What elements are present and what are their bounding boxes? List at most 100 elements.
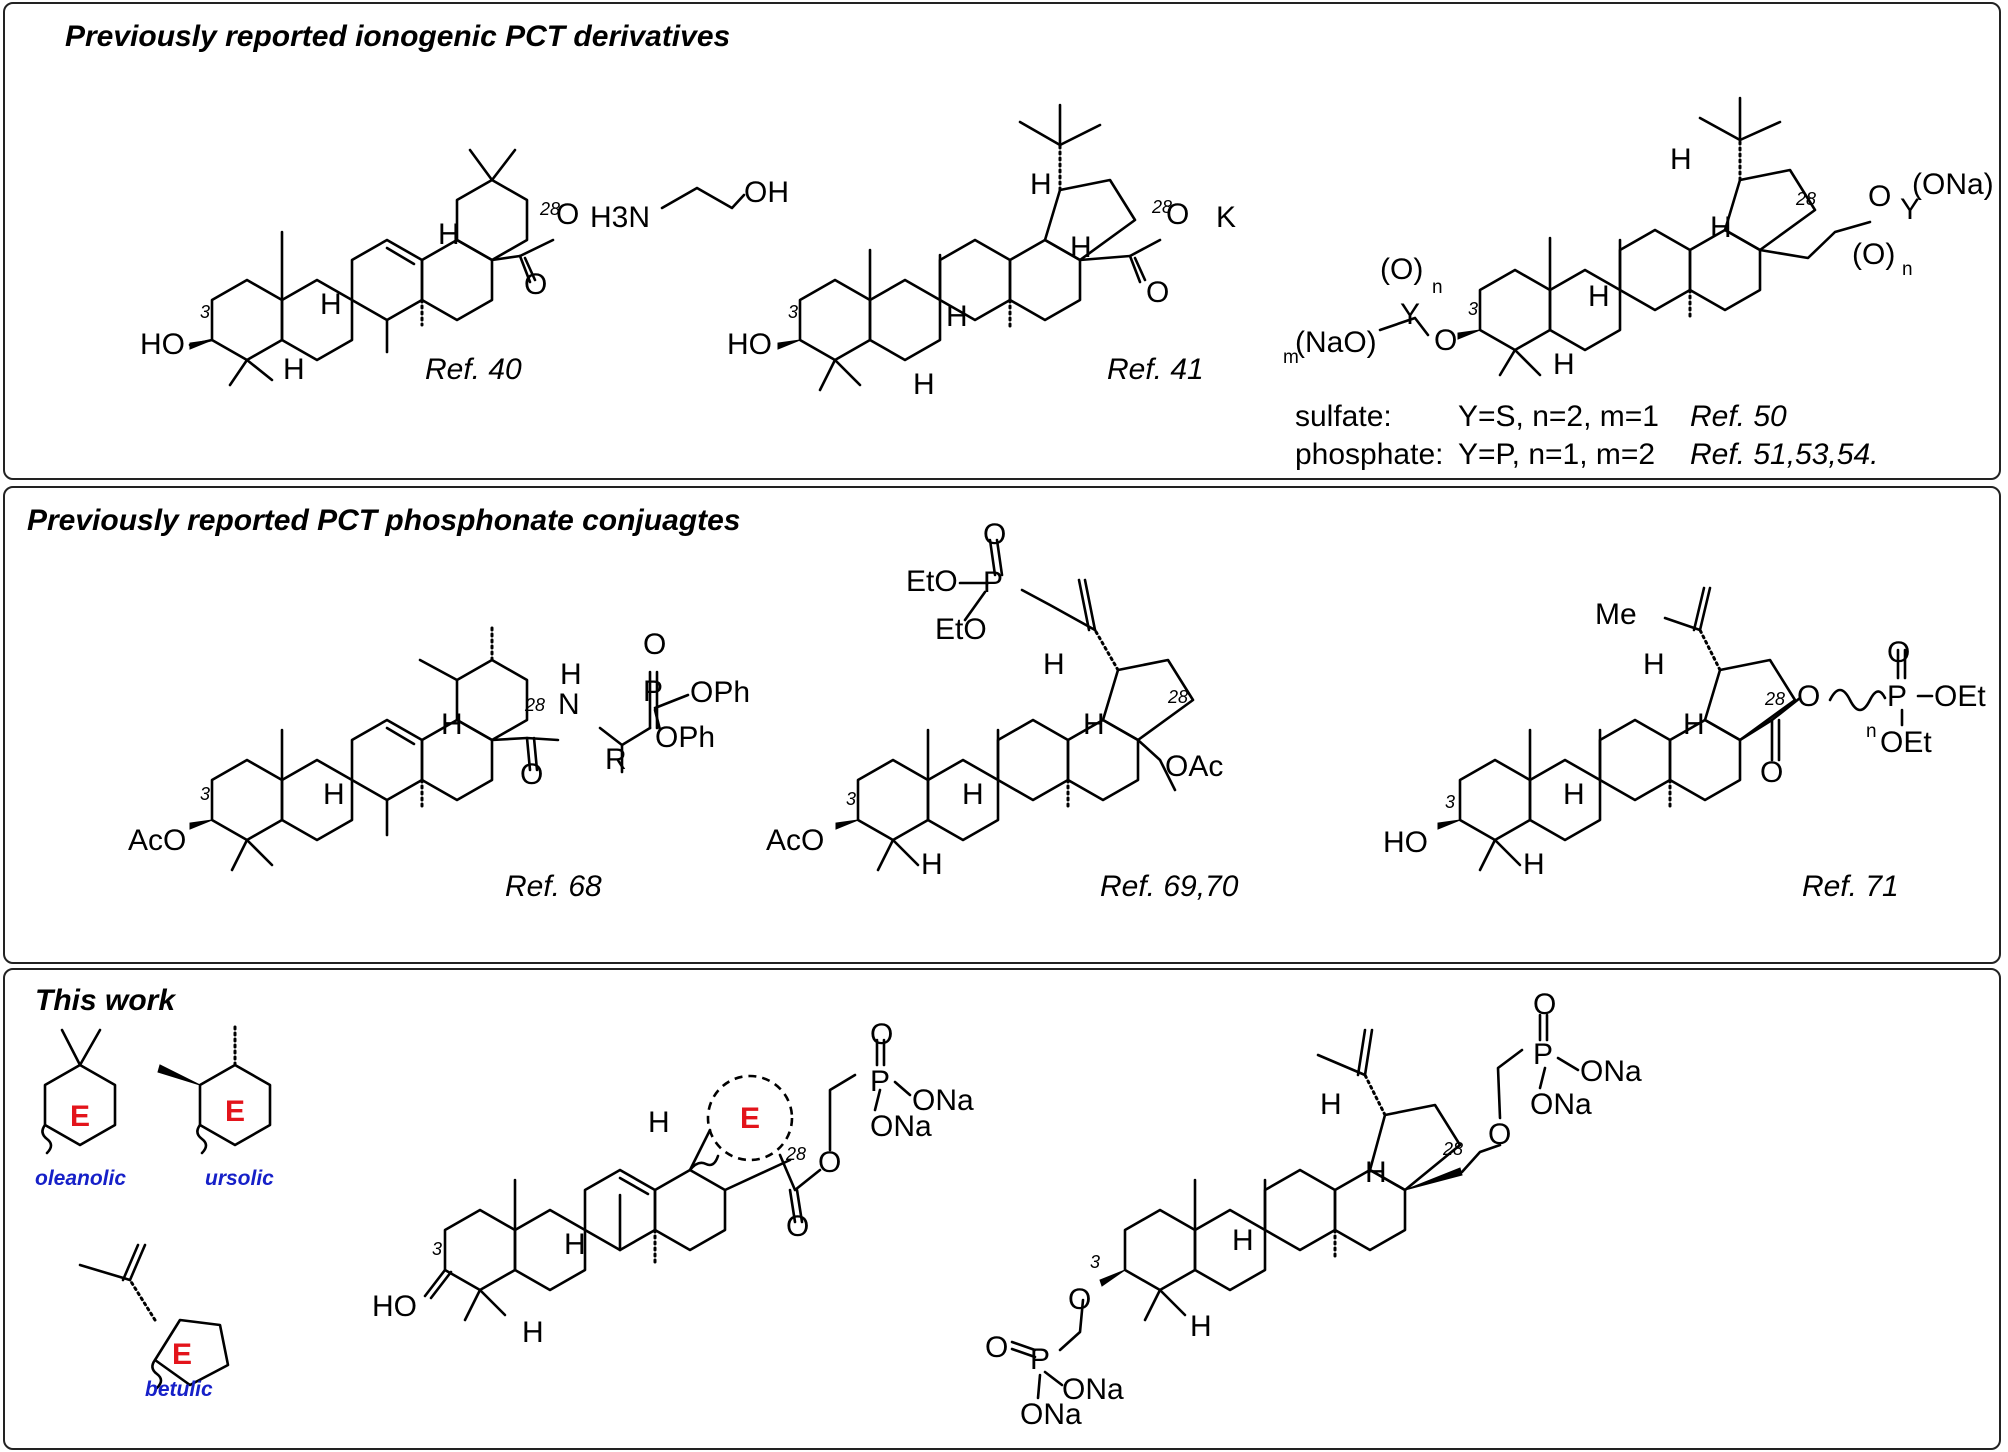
- label-carbonyl-o: O: [786, 1210, 810, 1243]
- label-h: H: [522, 1316, 544, 1349]
- label-h: H: [1710, 211, 1732, 244]
- ring-e-label: E: [172, 1338, 193, 1371]
- label-h: H: [441, 708, 463, 741]
- label-phosphorus: P: [643, 675, 664, 708]
- label-aco: AcO: [128, 824, 187, 857]
- label-eto: EtO: [935, 613, 987, 646]
- label-amide-n: N: [558, 688, 580, 721]
- label-oph: OPh: [655, 721, 716, 754]
- label-h: H: [1523, 848, 1545, 881]
- subscript-n: n: [1432, 277, 1443, 298]
- sulfate-label: sulfate:: [1295, 400, 1392, 433]
- label-h: H: [320, 288, 342, 321]
- position-3: 3: [200, 784, 211, 804]
- position-28: 28: [786, 1144, 807, 1164]
- label-ester-o: O: [818, 1146, 842, 1179]
- position-3: 3: [432, 1239, 443, 1259]
- subscript-n: n: [1866, 721, 1877, 742]
- panel-phosphonate-conjugates: Previously reported PCT phosphonate conj…: [3, 486, 2001, 964]
- ring-e-label: E: [70, 1100, 91, 1133]
- label-oac: OAc: [1165, 750, 1224, 783]
- subscript-m: m: [1283, 347, 1299, 368]
- label-ona: ONa: [912, 1084, 974, 1117]
- label-ona: ONa: [870, 1110, 932, 1143]
- position-3: 3: [1090, 1252, 1101, 1272]
- label-h: H: [962, 778, 984, 811]
- label-phosphorus: P: [1887, 680, 1908, 713]
- panel-this-work: This work: [3, 968, 2001, 1450]
- phosphate-definition: Y=P, n=1, m=2: [1458, 438, 1656, 471]
- label-potassium: K: [1216, 201, 1237, 234]
- reference-40: Ref. 40: [425, 353, 522, 386]
- label-ester-o: O: [1868, 180, 1892, 213]
- panel-ionogenic: Previously reported ionogenic PCT deriva…: [3, 2, 2001, 480]
- position-3: 3: [1445, 792, 1456, 812]
- label-oph: OPh: [690, 676, 751, 709]
- label-h: H: [1083, 708, 1105, 741]
- label-h: H: [1670, 143, 1692, 176]
- label-h: H: [648, 1106, 670, 1139]
- position-28: 28: [1796, 189, 1817, 209]
- label-ona: ONa: [1580, 1055, 1642, 1088]
- label-phosphorus: P: [870, 1065, 891, 1098]
- label-ho: HO: [140, 328, 185, 361]
- label-oet: OEt: [1880, 726, 1932, 759]
- label-nao: (NaO): [1295, 326, 1377, 359]
- label-oet: OEt: [1934, 680, 1986, 713]
- label-h: H: [1190, 1310, 1212, 1343]
- position-28: 28: [1765, 689, 1786, 709]
- label-ester-o: O: [1797, 680, 1821, 713]
- label-phosphoryl-o: O: [1533, 988, 1557, 1021]
- label-h: H: [1043, 648, 1065, 681]
- position-3: 3: [1468, 299, 1479, 319]
- label-y: Y: [1900, 193, 1921, 226]
- position-28: 28: [1168, 687, 1189, 707]
- label-h: H: [1563, 778, 1585, 811]
- label-phosphorus: P: [1533, 1038, 1554, 1071]
- label-phosphoryl-o: O: [870, 1018, 894, 1051]
- label-h: H: [1643, 648, 1665, 681]
- label-h: H: [1365, 1156, 1387, 1189]
- label-ho: HO: [727, 328, 772, 361]
- label-ethanolamine: H3N: [590, 201, 651, 234]
- label-phosphoryl-o: O: [643, 628, 667, 661]
- label-ester-o: O: [1434, 324, 1458, 357]
- label-phosphorus: P: [983, 566, 1004, 599]
- label-h: H: [1683, 708, 1705, 741]
- label-h: H: [946, 300, 968, 333]
- label-r-group: R: [605, 743, 627, 776]
- ring-e-label: E: [225, 1095, 246, 1128]
- label-carbonyl-o: O: [1146, 276, 1170, 309]
- reference-69-70: Ref. 69,70: [1100, 870, 1239, 903]
- subscript-n: n: [1902, 259, 1913, 280]
- label-ho: HO: [1383, 826, 1428, 859]
- label-y: Y: [1400, 298, 1421, 331]
- position-28: 28: [1443, 1139, 1464, 1159]
- ursolic-label: ursolic: [205, 1167, 274, 1190]
- label-ona: ONa: [1530, 1088, 1592, 1121]
- position-3: 3: [846, 789, 857, 809]
- label-oxide: O: [1166, 198, 1190, 231]
- label-carbonyl-o: O: [520, 758, 544, 791]
- label-h: H: [1553, 348, 1575, 381]
- label-o-paren: (O): [1380, 253, 1424, 286]
- label-amide-h: H: [560, 658, 582, 691]
- label-h: H: [1070, 231, 1092, 264]
- label-phosphoryl-o: O: [983, 518, 1007, 551]
- oleanolic-label: oleanolic: [35, 1167, 127, 1190]
- phosphate-label: phosphate:: [1295, 438, 1444, 471]
- label-h: H: [438, 218, 460, 251]
- label-o-paren: (O): [1852, 238, 1896, 271]
- label-ester-o: O: [1488, 1118, 1512, 1151]
- label-carbonyl-o: O: [1760, 756, 1784, 789]
- label-phosphoryl-o: O: [1887, 636, 1911, 669]
- label-ona: (ONa): [1912, 168, 1994, 201]
- position-3: 3: [788, 302, 799, 322]
- reference-51-53-54: Ref. 51,53,54.: [1690, 438, 1879, 471]
